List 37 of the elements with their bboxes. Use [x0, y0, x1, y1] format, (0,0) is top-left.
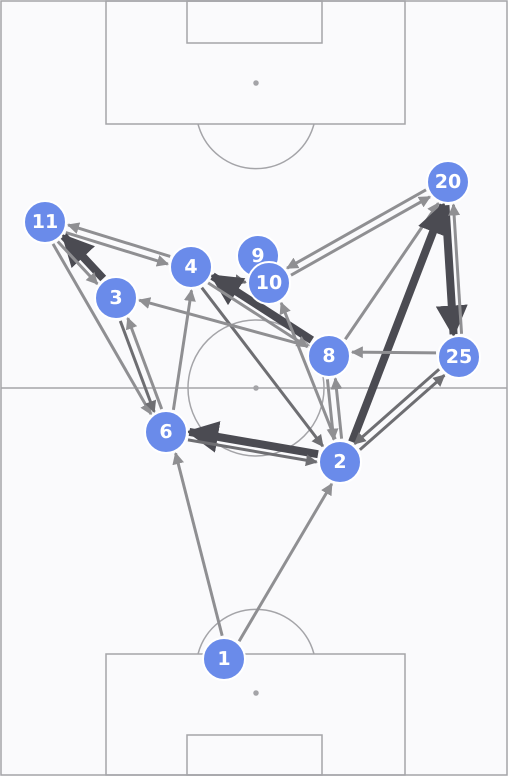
pass-arrow [172, 289, 196, 410]
pass-arrow [186, 421, 319, 458]
pass-arrow [448, 204, 464, 334]
player-circle: 4 [169, 245, 213, 289]
pass-arrow [65, 231, 169, 267]
pass-arrow [286, 188, 427, 270]
player-circle: 6 [144, 410, 188, 454]
pass-arrow [436, 204, 468, 338]
pass-arrow [238, 482, 334, 642]
pass-arrow [188, 438, 318, 466]
player-circle: 20 [426, 160, 470, 204]
player-circle: 8 [307, 334, 351, 378]
pass-arrow [280, 302, 337, 440]
pass-arrow [67, 222, 171, 258]
pass-arrow [138, 297, 308, 348]
pass-arrow [350, 346, 436, 358]
pass-arrow [172, 452, 224, 636]
player-circle: 11 [23, 200, 67, 244]
pass-arrow [118, 320, 156, 413]
player-circle: 2 [318, 440, 362, 484]
player-circle: 10 [247, 261, 291, 305]
pass-arrow [290, 195, 431, 276]
pass-arrow [207, 282, 308, 348]
pass-arrow [358, 374, 446, 451]
player-circle: 1 [202, 637, 246, 681]
pass-arrow [354, 368, 440, 445]
pass-arrow [326, 379, 338, 441]
player-circle: 25 [437, 335, 481, 379]
pass-arrow [60, 233, 106, 282]
pass-arrow [56, 240, 98, 285]
pass-arrow [330, 377, 344, 439]
pass-arrow [52, 243, 152, 416]
pass-arrow [200, 286, 324, 448]
player-circle: 3 [94, 276, 138, 320]
pass-arrow [126, 317, 164, 410]
pass-arrow [344, 202, 440, 340]
pass-arrow [210, 272, 314, 344]
